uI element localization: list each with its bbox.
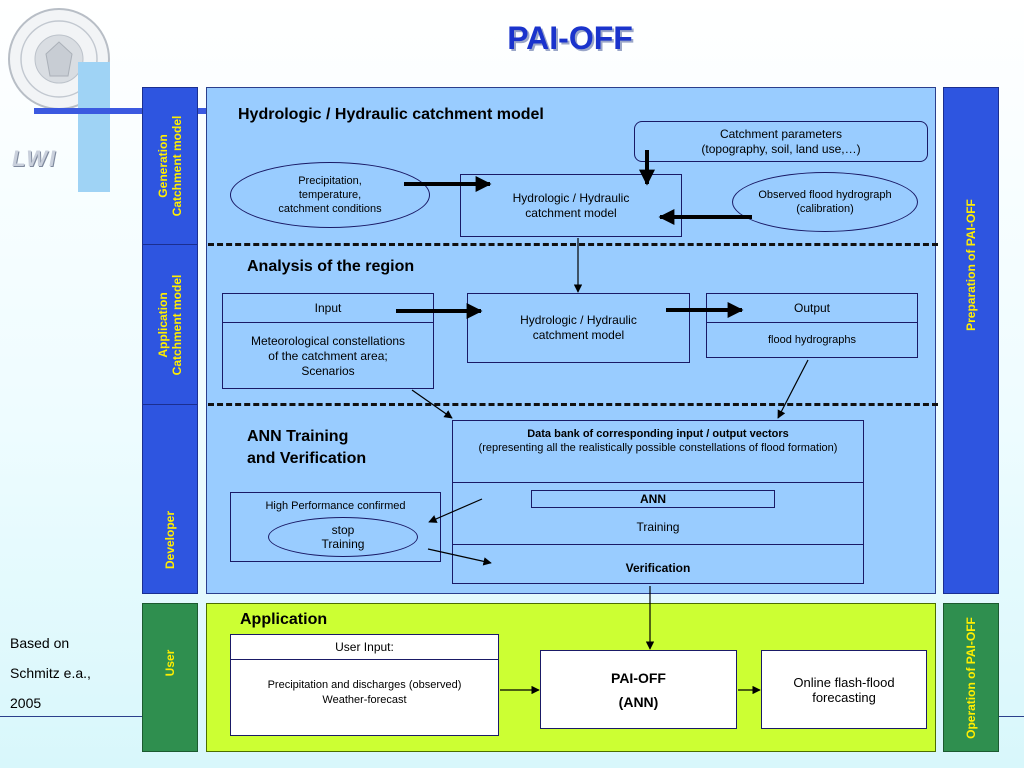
section3-title: ANN Training and Verification [247,426,366,470]
hydrologic-model-1-line-2: catchment model [525,205,617,220]
precipitation-oval: Precipitation, temperature, catchment co… [230,162,430,228]
section-divider-1 [208,243,938,246]
section1-title: Hydrologic / Hydraulic catchment model [238,106,544,123]
credit-line-3: 2005 [10,695,42,711]
input-header: Input [223,294,433,323]
output-header: Output [707,294,917,323]
right-bar-operation: Operation of PAI-OFF [943,603,999,752]
arrow-input-to-databank [411,389,453,419]
input-line-1: Meteorological constellations [250,333,406,348]
user-input-body: Precipitation and discharges (observed) … [231,660,498,708]
right-bar-preparation: Preparation of PAI-OFF [943,87,999,594]
credit-line-2: Schmitz e.a., [10,665,91,681]
credit-text: Based on Schmitz e.a., 2005 [10,628,91,718]
precipitation-line-3: catchment conditions [278,203,382,215]
databank-header: Data bank of corresponding input / outpu… [453,421,863,483]
paioff-ann-box: PAI-OFF (ANN) [540,650,737,729]
databank-subtitle: (representing all the realistically poss… [478,442,838,454]
input-line-3: Scenarios [301,363,355,378]
stop-line-1: stop [331,523,355,537]
high-performance-label: High Performance confirmed [265,500,406,512]
catchment-parameters-line-2: (topography, soil, land use,…) [701,141,861,156]
section2-title: Analysis of the region [247,258,415,275]
logo-accent-bar-horizontal [34,108,206,114]
lwi-logo: LWI [12,146,58,171]
left-bar-developer: Developer [142,405,198,594]
section3-title-line-2: and Verification [247,450,367,467]
user-input-header: User Input: [231,635,498,660]
input-line-2: of the catchment area; [268,348,388,363]
input-body: Meteorological constellations of the cat… [223,323,433,389]
output-body: flood hydrographs [767,334,857,346]
logo-accent-bar-vertical [78,62,110,192]
stop-line-2: Training [321,537,365,551]
hydrologic-model-2-line-2: catchment model [532,328,625,342]
hydrologic-model-box-2: Hydrologic / Hydraulic catchment model [467,293,690,363]
user-input-line-1: Precipitation and discharges (observed) [267,679,462,691]
catchment-parameters-line-1: Catchment parameters [719,126,843,141]
paioff-line-2: (ANN) [618,693,659,710]
observed-flood-oval: Observed flood hydrograph (calibration) [732,172,918,232]
left-bar-user: User [142,603,198,752]
databank-title: Data bank of corresponding input / outpu… [527,428,789,440]
training-label: Training [636,520,680,534]
section3-title-line-1: ANN Training [247,428,349,445]
verification-label: Verification [625,560,691,575]
arrow-training-to-stop [428,498,483,523]
online-line-2: forecasting [812,689,876,705]
online-line-1: Online flash-flood [793,674,895,690]
catchment-parameters-box: Catchment parameters (topography, soil, … [634,121,928,162]
arrow-perf-to-verification [427,548,492,566]
credit-line-1: Based on [10,635,70,651]
section4-title: Application [240,611,328,628]
arrow-output-to-databank [777,359,809,419]
online-forecasting-box: Online flash-flood forecasting [761,650,927,729]
precipitation-line-2: temperature, [298,189,362,201]
observed-flood-line-1: Observed flood hydrograph [758,189,892,201]
ann-training-area: ANN Training [453,483,863,545]
paioff-line-1: PAI-OFF [611,669,666,686]
section-divider-2 [208,403,938,406]
stop-training-oval: stop Training [268,517,418,557]
page-title: PAI-OFF [507,20,633,56]
databank-box: Data bank of corresponding input / outpu… [452,420,864,584]
user-input-box: User Input: Precipitation and discharges… [230,634,499,736]
credit-underline-right [999,716,1024,717]
observed-flood-line-2: (calibration) [796,203,854,215]
precipitation-line-1: Precipitation, [298,175,362,187]
credit-underline [0,716,142,717]
hydrologic-model-1-line-1: Hydrologic / Hydraulic [512,190,630,205]
hydrologic-model-2-line-1: Hydrologic / Hydraulic [520,313,637,327]
ann-label: ANN [531,490,775,508]
user-input-line-2: Weather-forecast [322,694,407,706]
